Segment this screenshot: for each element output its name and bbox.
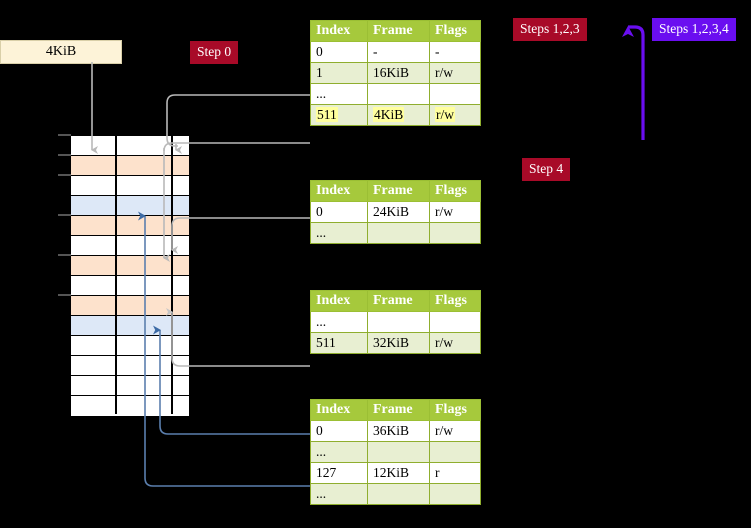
column-header-index: Index — [310, 290, 368, 312]
column-header-flags: Flags — [429, 20, 481, 42]
cell-index: 511 — [310, 332, 368, 354]
steps-1234-label: Steps 1,2,3,4 — [659, 21, 729, 36]
table-row: 511 4KiB r/w — [310, 104, 481, 126]
table-row: 0-- — [310, 41, 481, 63]
cell-flags: r/w — [429, 332, 481, 354]
step-0-label: Step 0 — [197, 44, 232, 59]
column-header-index: Index — [310, 399, 368, 421]
cell-flags: r/w — [429, 420, 481, 442]
cell-index: ... — [310, 83, 368, 105]
cell-frame — [367, 83, 430, 105]
cell-index: ... — [310, 441, 368, 463]
cell-frame: 24KiB — [367, 201, 430, 223]
table-row: ... — [310, 441, 481, 463]
cell-flags — [429, 483, 481, 505]
size-label-text: 4KiB — [45, 44, 77, 59]
column-header-frame: Frame — [367, 20, 430, 42]
cell-flags — [429, 441, 481, 463]
memory-row — [71, 176, 189, 196]
highlighted-value: 511 — [316, 107, 338, 122]
cell-frame: 16KiB — [367, 62, 430, 84]
cell-index: 511 — [310, 104, 368, 126]
cell-frame — [367, 441, 430, 463]
cell-flags — [429, 222, 481, 244]
table-row: ... — [310, 311, 481, 333]
cell-index: ... — [310, 483, 368, 505]
memory-tick — [58, 214, 71, 216]
cell-flags: - — [429, 41, 481, 63]
memory-row — [71, 136, 189, 156]
column-header-flags: Flags — [429, 290, 481, 312]
memory-grid-divider-2 — [171, 136, 173, 414]
cell-flags — [429, 83, 481, 105]
column-header-frame: Frame — [367, 399, 430, 421]
table-row: ... — [310, 83, 481, 105]
cell-frame — [367, 311, 430, 333]
cell-index: ... — [310, 222, 368, 244]
step-4-badge: Step 4 — [522, 158, 571, 181]
column-header-index: Index — [310, 180, 368, 202]
table-row: ... — [310, 483, 481, 505]
connector-l3-to-memory — [166, 308, 310, 367]
steps-123-badge: Steps 1,2,3 — [513, 18, 587, 41]
cell-flags — [429, 311, 481, 333]
steps-123-label: Steps 1,2,3 — [520, 21, 580, 36]
cell-flags: r/w — [429, 62, 481, 84]
steps-1234-badge: Steps 1,2,3,4 — [652, 18, 736, 41]
cell-flags: r — [429, 462, 481, 484]
cell-flags: r/w — [429, 104, 481, 126]
steps-1234-arrow — [622, 25, 645, 140]
column-header-flags: Flags — [429, 180, 481, 202]
memory-row — [71, 156, 189, 176]
memory-tick — [58, 174, 71, 176]
cell-frame — [367, 222, 430, 244]
cell-frame: 4KiB — [367, 104, 430, 126]
column-header-flags: Flags — [429, 399, 481, 421]
table-row: ... — [310, 222, 481, 244]
memory-tick — [58, 294, 71, 296]
highlighted-value: 4KiB — [373, 107, 405, 122]
cell-frame: 36KiB — [367, 420, 430, 442]
cell-index: 0 — [310, 41, 368, 63]
memory-tick — [58, 154, 71, 156]
cell-flags: r/w — [429, 201, 481, 223]
cell-frame: 32KiB — [367, 332, 430, 354]
cell-index: 0 — [310, 201, 368, 223]
column-header-index: Index — [310, 20, 368, 42]
memory-grid-divider-1 — [115, 136, 117, 414]
physical-memory-grid — [70, 135, 190, 416]
step-0-badge: Step 0 — [190, 41, 239, 64]
cell-frame: - — [367, 41, 430, 63]
memory-tick — [58, 134, 71, 136]
memory-row — [71, 196, 189, 216]
cell-index: ... — [310, 311, 368, 333]
connector-l2-to-memory — [171, 217, 310, 254]
cell-frame — [367, 483, 430, 505]
cell-index: 1 — [310, 62, 368, 84]
cell-index: 0 — [310, 420, 368, 442]
size-label-box: 4KiB — [0, 40, 122, 64]
highlighted-value: r/w — [435, 107, 455, 122]
step-4-label: Step 4 — [529, 161, 564, 176]
cell-frame: 12KiB — [367, 462, 430, 484]
column-header-frame: Frame — [367, 290, 430, 312]
memory-tick — [58, 254, 71, 256]
column-header-frame: Frame — [367, 180, 430, 202]
cell-index: 127 — [310, 462, 368, 484]
